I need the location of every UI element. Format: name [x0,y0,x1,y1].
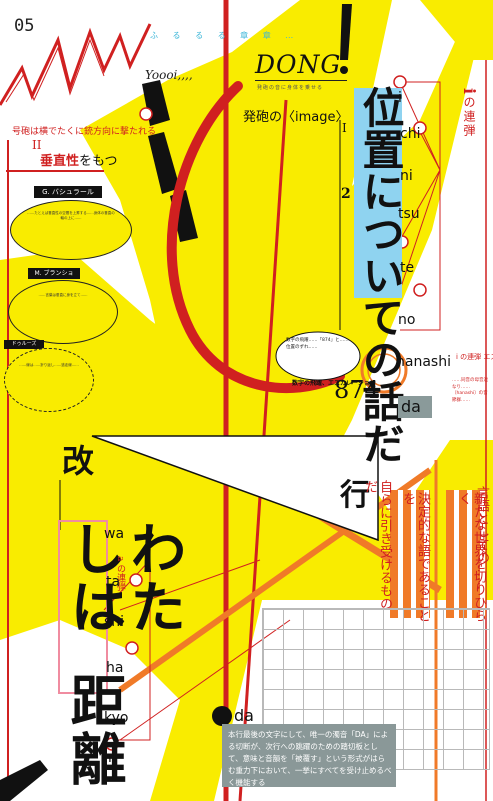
romaji-da: da [401,397,421,416]
verticality-main: 垂直性 [40,154,80,169]
dong-subtitle: 発砲の音に身体を乗せる [257,85,324,91]
red-rule [6,170,104,172]
black-slash-bottom [0,760,48,801]
red-bracket-a [103,558,151,741]
i-series-title-letter: i [460,88,479,97]
wa-highlight-box [58,520,108,694]
center-note-caption: 数字の飛躍、エスカレーション [292,380,376,387]
quote2-text: ……言葉は垂直に身を立て…… [38,293,88,297]
marker-circle-7 [125,641,139,655]
marker-circle-8 [139,107,153,121]
black-figure-mid [148,132,180,194]
center-note: 数字の飛躍……「874」と…… 位置のずれ…… [286,338,349,350]
a-series-label: a の連弾 [115,556,125,592]
verticality-heading: 垂直性をもつ [40,150,118,169]
right-note: ……同音の母音連なり……〔hanashi〕の音節群…… [452,378,488,403]
image-phrase: 発砲の〈image〉 [243,110,349,125]
romaji-hanashi: hanashi [396,354,451,370]
romaji-ni: ni [400,168,413,184]
orange-ring-inner [367,353,401,387]
exclaim-dot [340,66,348,74]
romaji-kyo: kyo [104,710,129,726]
romaji-ta: ta [106,574,121,590]
red-link-3 [399,169,441,241]
red-caption: 号砲は横でたくに銃方向に撃たれる [12,127,157,137]
main-title: 位置についての話だ [356,86,405,464]
quote2-title: M. ブランショ [28,268,80,279]
yellow-bolt-tip [196,560,262,801]
i-series-label: i の連弾 エス [456,353,493,361]
col-text-4: 言語としての…… [474,486,489,590]
orange-ring [360,346,408,394]
yellow-bolt-top-right [420,0,493,60]
marker-circle-6 [129,573,143,587]
da-word: da [234,706,254,725]
romaji-te: te [400,260,415,276]
romaji-wa: wa [104,526,125,542]
dong-title: DONG [255,50,342,79]
red-link-2 [417,127,441,171]
kaigyou-frame [91,435,379,542]
top-ribbon: ふ る る る 章 章 … [150,31,300,40]
da-panel-text: 本行最後の文字にして、唯一の濁音「DA」による切断が、次行への跳躍のための踏切板… [228,730,392,787]
roman-one: I [342,121,347,135]
quote2-ellipse: ……言葉は垂直に身を立て…… [8,280,118,344]
da-box [398,396,432,418]
two-mark: 2 [341,186,351,202]
da-bullet [212,706,232,726]
yoooi-text: Yoooi,,,, [145,68,193,82]
romaji-chi: chi [400,126,421,142]
red-arc [166,81,345,393]
red-zigzag [0,23,152,106]
romaji-shi: shi [104,614,125,630]
stripe-box-2 [446,490,486,618]
marker-circle-2 [413,121,427,135]
red-zigzag-inner [5,38,105,103]
yellow-bolt-lower [0,250,493,801]
i-series-title: iの連弾 [460,88,479,138]
quote3-text: ……線は……折り返し……逃走線…… [19,363,79,367]
red-link-4 [399,169,441,291]
note-ellipse-outline [275,331,361,381]
da-panel [222,724,396,787]
i-series-title-text: の連弾 [462,96,476,139]
kai-mark: 改 [62,442,95,480]
quote3-title: ドゥルーズ [4,340,44,349]
kanji-watashiha: わたしは [61,520,187,636]
dong-underline [255,80,347,81]
marker-circle-4 [413,283,427,297]
kanji-kyori: 距離 [61,672,127,788]
romaji-ha: ha [106,660,124,676]
red-link-a2 [119,619,291,741]
romaji-i: i [398,90,402,106]
col-text-1: 自らに引き受けるものだ [362,480,392,610]
romaji-tsu: tsu [398,206,420,222]
red-link-a1 [119,559,261,611]
red-roman: II [32,138,42,152]
col-text-2: 決定的な語であることを [400,492,430,622]
yellow-bolt-left-edge [0,420,60,560]
page-number: 05 [14,16,35,36]
quote1-text: ……たとえば垂直性の空間を上昇する……身体の垂直の軸の上に…… [27,211,115,220]
quote1-ellipse: ……たとえば垂直性の空間を上昇する……身体の垂直の軸の上に…… [10,200,132,260]
gyou-mark: 行 [340,478,370,513]
marker-circle-5 [105,737,119,751]
quote3-ellipse: ……線は……折り返し……逃走線…… [4,348,94,412]
exclaim-bar [340,4,352,60]
verticality-tail: をもつ [79,154,118,169]
title-highlight [354,88,402,298]
number-874: 874 [334,376,380,404]
stripe-box-1 [390,490,430,618]
red-bracket-i [400,81,441,331]
col-text-3: 新たな世界を切りひらく [456,492,486,622]
quote1-title: G. バシュラール [34,186,102,198]
romaji-ri: ri [108,750,118,766]
romaji-no: no [398,312,416,328]
